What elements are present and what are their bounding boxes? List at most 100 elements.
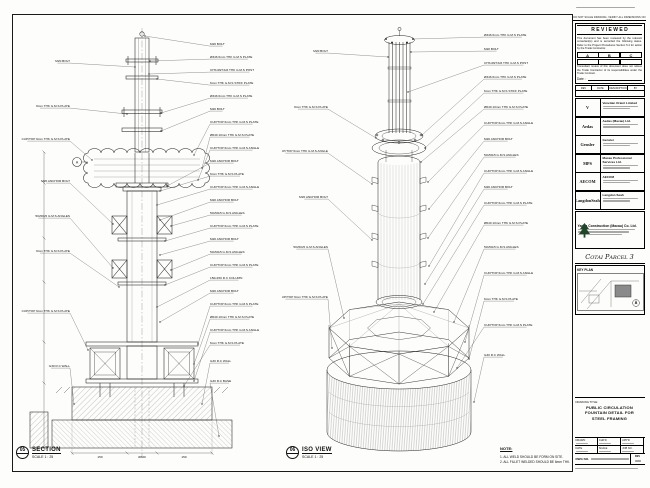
leader-line <box>39 252 120 288</box>
no-scale-note: DO NOT SCALE DRAWING. VERIFY ALL DIMENSI… <box>573 16 646 22</box>
leader-dot <box>421 134 423 136</box>
field-value-skeleton <box>622 442 635 444</box>
consultant-address-skeleton <box>602 144 630 147</box>
annotation-label: 6mm THK G.M.S STIFF PLATE <box>210 81 253 85</box>
rev-column-header: DATE <box>592 86 610 91</box>
annotation-label: M20 ANCHOR BOLT <box>484 185 513 189</box>
field-label: DRAWN <box>575 438 586 442</box>
leader-dot <box>424 283 426 285</box>
leader-dot <box>149 60 151 62</box>
leader-line <box>456 326 527 369</box>
leader-dot <box>156 306 158 308</box>
leader-line <box>464 274 527 343</box>
leader-line <box>297 108 377 139</box>
consultant-name: AECOM <box>602 174 615 179</box>
annotation-label: 50x50x5 G.M.S ANGLES <box>484 245 519 249</box>
annotation-label: M20 BOLT <box>484 47 499 51</box>
consultant-address-skeleton <box>602 181 630 184</box>
leader-dot <box>410 51 412 53</box>
status-option-cell <box>598 58 621 65</box>
annotation-label: Ø640 10mm THK G.M.S PLATE <box>210 315 254 319</box>
leader-dot <box>164 240 166 242</box>
leader-line <box>427 156 516 239</box>
consultant-logo: LangdonSeah <box>575 191 601 209</box>
leader-line <box>197 149 253 181</box>
annotation-label: CUP/TOP 6mm THK G.M.S PLATE <box>282 295 328 299</box>
consultant-row: AECOM AECOM <box>574 172 645 191</box>
leader-dot <box>412 38 414 40</box>
project-name: Cotai Parcel 3 <box>574 251 645 264</box>
leader-line <box>27 312 89 351</box>
annotation-label: CUP/TOP 6mm THK G.M.S PLATE <box>210 302 258 306</box>
leader-dot <box>144 35 146 37</box>
iso-detail-bubble: 06 <box>286 446 299 459</box>
leader-line <box>468 300 515 360</box>
annotation-label: CUP/TOP 6mm THK G.M.S PLATE <box>210 120 258 124</box>
signature-fields: DRAWN CHK'D APP'D DATE SCALE JOB NO. <box>574 437 645 454</box>
notes-title: NOTE: <box>500 446 513 451</box>
signature-field: CHK'D <box>597 438 622 446</box>
leader-dot <box>160 130 162 132</box>
annotation-label: CUP/TOP 6mm THK G.M.S PLATE <box>210 263 258 267</box>
leader-dot <box>375 137 377 139</box>
annotation-label: CUP/TOP 6mm THK G.M.S ANGLE <box>210 146 259 150</box>
annotation-label: Ø346 6mm THK G.M.S PLATE <box>484 33 526 37</box>
leader-line <box>170 214 242 227</box>
field-value-skeleton <box>575 442 588 444</box>
reviewed-date-row: Date : <box>577 77 642 81</box>
annotation-label: 6mm THK G.M.S PLATE <box>484 297 518 301</box>
leader-dot <box>468 358 470 360</box>
signature-field: APP'D <box>621 438 645 446</box>
leader-line <box>285 152 373 185</box>
leader-dot <box>166 185 168 187</box>
annotation-label: 50x50x5 G.M.S ANGLES <box>293 245 328 249</box>
annotation-label: CUP/TOP 6mm THK G.M.S PLATE <box>484 323 532 327</box>
leader-dot <box>464 341 466 343</box>
leader-line <box>166 162 234 187</box>
leader-line <box>38 217 114 269</box>
annotation-label: CUP/TOP 6mm THK G.M.S ANGLE <box>484 121 533 125</box>
leader-dot <box>343 317 345 319</box>
annotation-label: M20 ANCHOR BOLT <box>210 198 239 202</box>
signature-field: DRAWN <box>574 438 598 446</box>
leader-line <box>159 292 234 323</box>
consultant-address-skeleton <box>602 105 638 107</box>
annotation-label: G30 R.C WALL <box>49 364 70 368</box>
annotation-label: CUP/TOP 6mm THK G.M.S PLATE <box>22 137 70 141</box>
annotation-label: CHS Ø273x6 THK G.M.S POST <box>210 68 254 72</box>
annotation-label: 150 <box>181 455 186 459</box>
rev-column-header: DESCRIPTION <box>609 86 628 91</box>
field-value-skeleton <box>622 450 635 452</box>
leader-dot <box>159 190 161 192</box>
leader-line <box>193 318 250 365</box>
consultant-name: Gensler <box>602 137 615 142</box>
consultant-name: Aedas (Macau) Ltd. <box>602 119 631 123</box>
leader-dot <box>156 78 158 80</box>
key-plan-label: KEY PLAN <box>577 267 594 272</box>
file-reference-skeleton <box>574 467 638 470</box>
leader-dot <box>126 113 128 115</box>
leader-line <box>304 198 373 241</box>
leader-dot <box>170 225 172 227</box>
annotation-label: 6mm THK G.M.S PLATE <box>210 341 244 345</box>
revision-table: REV DATE DESCRIPTION BY <box>574 85 645 97</box>
leader-dot <box>428 208 430 210</box>
leader-line <box>159 240 234 256</box>
annotation-label: 50x50x5 G.M.S ANGLES <box>210 250 245 254</box>
consultant-logo: V <box>576 99 601 116</box>
dwg-no-skeleton <box>591 458 629 460</box>
annotation-label: CUP/TOP 6mm THK G.M.S PLATE <box>22 309 70 313</box>
leader-line <box>170 253 242 271</box>
drawing-title-block: DRAWING TITLE: PUBLIC CIRCULATION FOUNTA… <box>574 397 645 437</box>
rev-value-skeleton <box>634 460 641 462</box>
annotation-label: G30 R.C BASE <box>210 379 231 383</box>
leader-line <box>39 107 128 115</box>
leader-line <box>160 97 248 114</box>
consultant-logo: MPS <box>576 154 601 172</box>
leader-dot <box>170 269 172 271</box>
annotation-label: CHS Ø273x6 THK G.M.S POST <box>484 61 528 65</box>
consultant-address-skeleton <box>602 179 638 181</box>
annotation-label: 150 <box>97 455 102 459</box>
annotation-label: M20 ANCHOR BOLT <box>484 137 513 141</box>
